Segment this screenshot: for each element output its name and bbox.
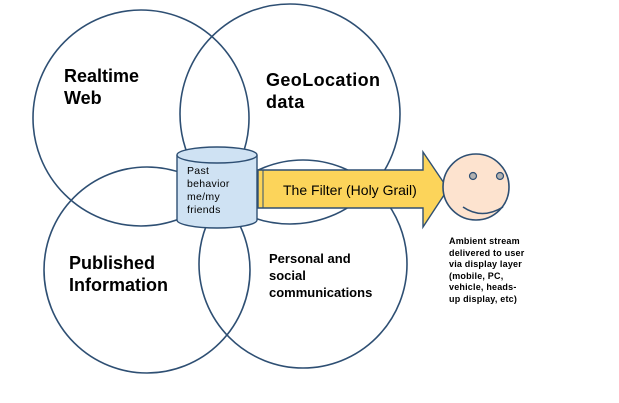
- ambient-stream-label: Ambient stream delivered to user via dis…: [449, 236, 524, 305]
- label-line: Realtime: [64, 66, 140, 86]
- label-line: data: [266, 92, 305, 112]
- label-line: GeoLocation: [266, 70, 381, 90]
- label-line: Information: [69, 275, 168, 295]
- label-personal-social: Personal and social communications: [269, 250, 372, 301]
- database-cylinder-icon: [176, 146, 258, 229]
- label-line: social: [269, 268, 306, 283]
- venn-circle-published-information: [43, 166, 251, 374]
- label-line: (mobile, PC,: [449, 270, 504, 281]
- label-line: me/my: [187, 191, 220, 203]
- label-line: Published: [69, 253, 156, 273]
- label-line: communications: [269, 285, 373, 300]
- database-label: Past behavior me/my friends: [187, 165, 230, 217]
- label-realtime-web: Realtime Web: [64, 65, 139, 109]
- label-line: vehicle, heads-: [449, 282, 517, 292]
- venn-circle-geolocation: [179, 3, 401, 225]
- label-line: up display, etc): [449, 293, 518, 304]
- label-geolocation: GeoLocation data: [266, 69, 380, 113]
- label-line: Web: [64, 88, 102, 108]
- label-line: behavior: [187, 178, 230, 190]
- label-line: friends: [187, 204, 221, 216]
- label-line: via display layer: [449, 259, 522, 269]
- label-published-information: Published Information: [69, 252, 168, 296]
- venn-circle-personal-social: [198, 159, 408, 369]
- label-line: Past: [187, 165, 210, 177]
- filter-arrow-icon: [257, 149, 449, 230]
- filter-label: The Filter (Holy Grail): [283, 182, 417, 198]
- label-line: delivered to user: [449, 247, 525, 258]
- label-line: Personal and: [269, 251, 351, 266]
- label-line: Ambient stream: [449, 236, 520, 246]
- smiley-face-icon: [442, 153, 510, 221]
- venn-circle-realtime-web: [32, 9, 250, 227]
